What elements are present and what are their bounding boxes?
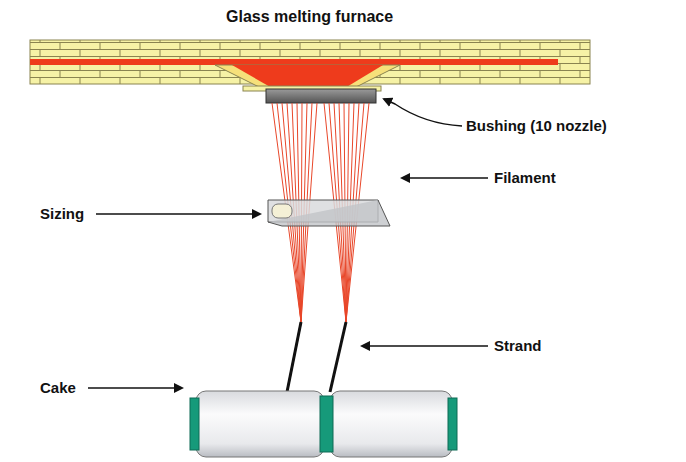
leader-arrows [88, 99, 488, 388]
part-label: Bushing (10 nozzle) [466, 117, 607, 134]
furnace [30, 40, 590, 91]
sizing-applicator [268, 200, 390, 226]
part-label: Cake [40, 379, 76, 396]
part-label: Strand [494, 337, 542, 354]
strands [287, 322, 346, 392]
part-label: Filament [494, 169, 556, 186]
bushing [266, 89, 376, 103]
part-label: Sizing [40, 205, 84, 222]
cakes [190, 391, 457, 457]
diagram-title: Glass melting furnace [226, 8, 393, 26]
